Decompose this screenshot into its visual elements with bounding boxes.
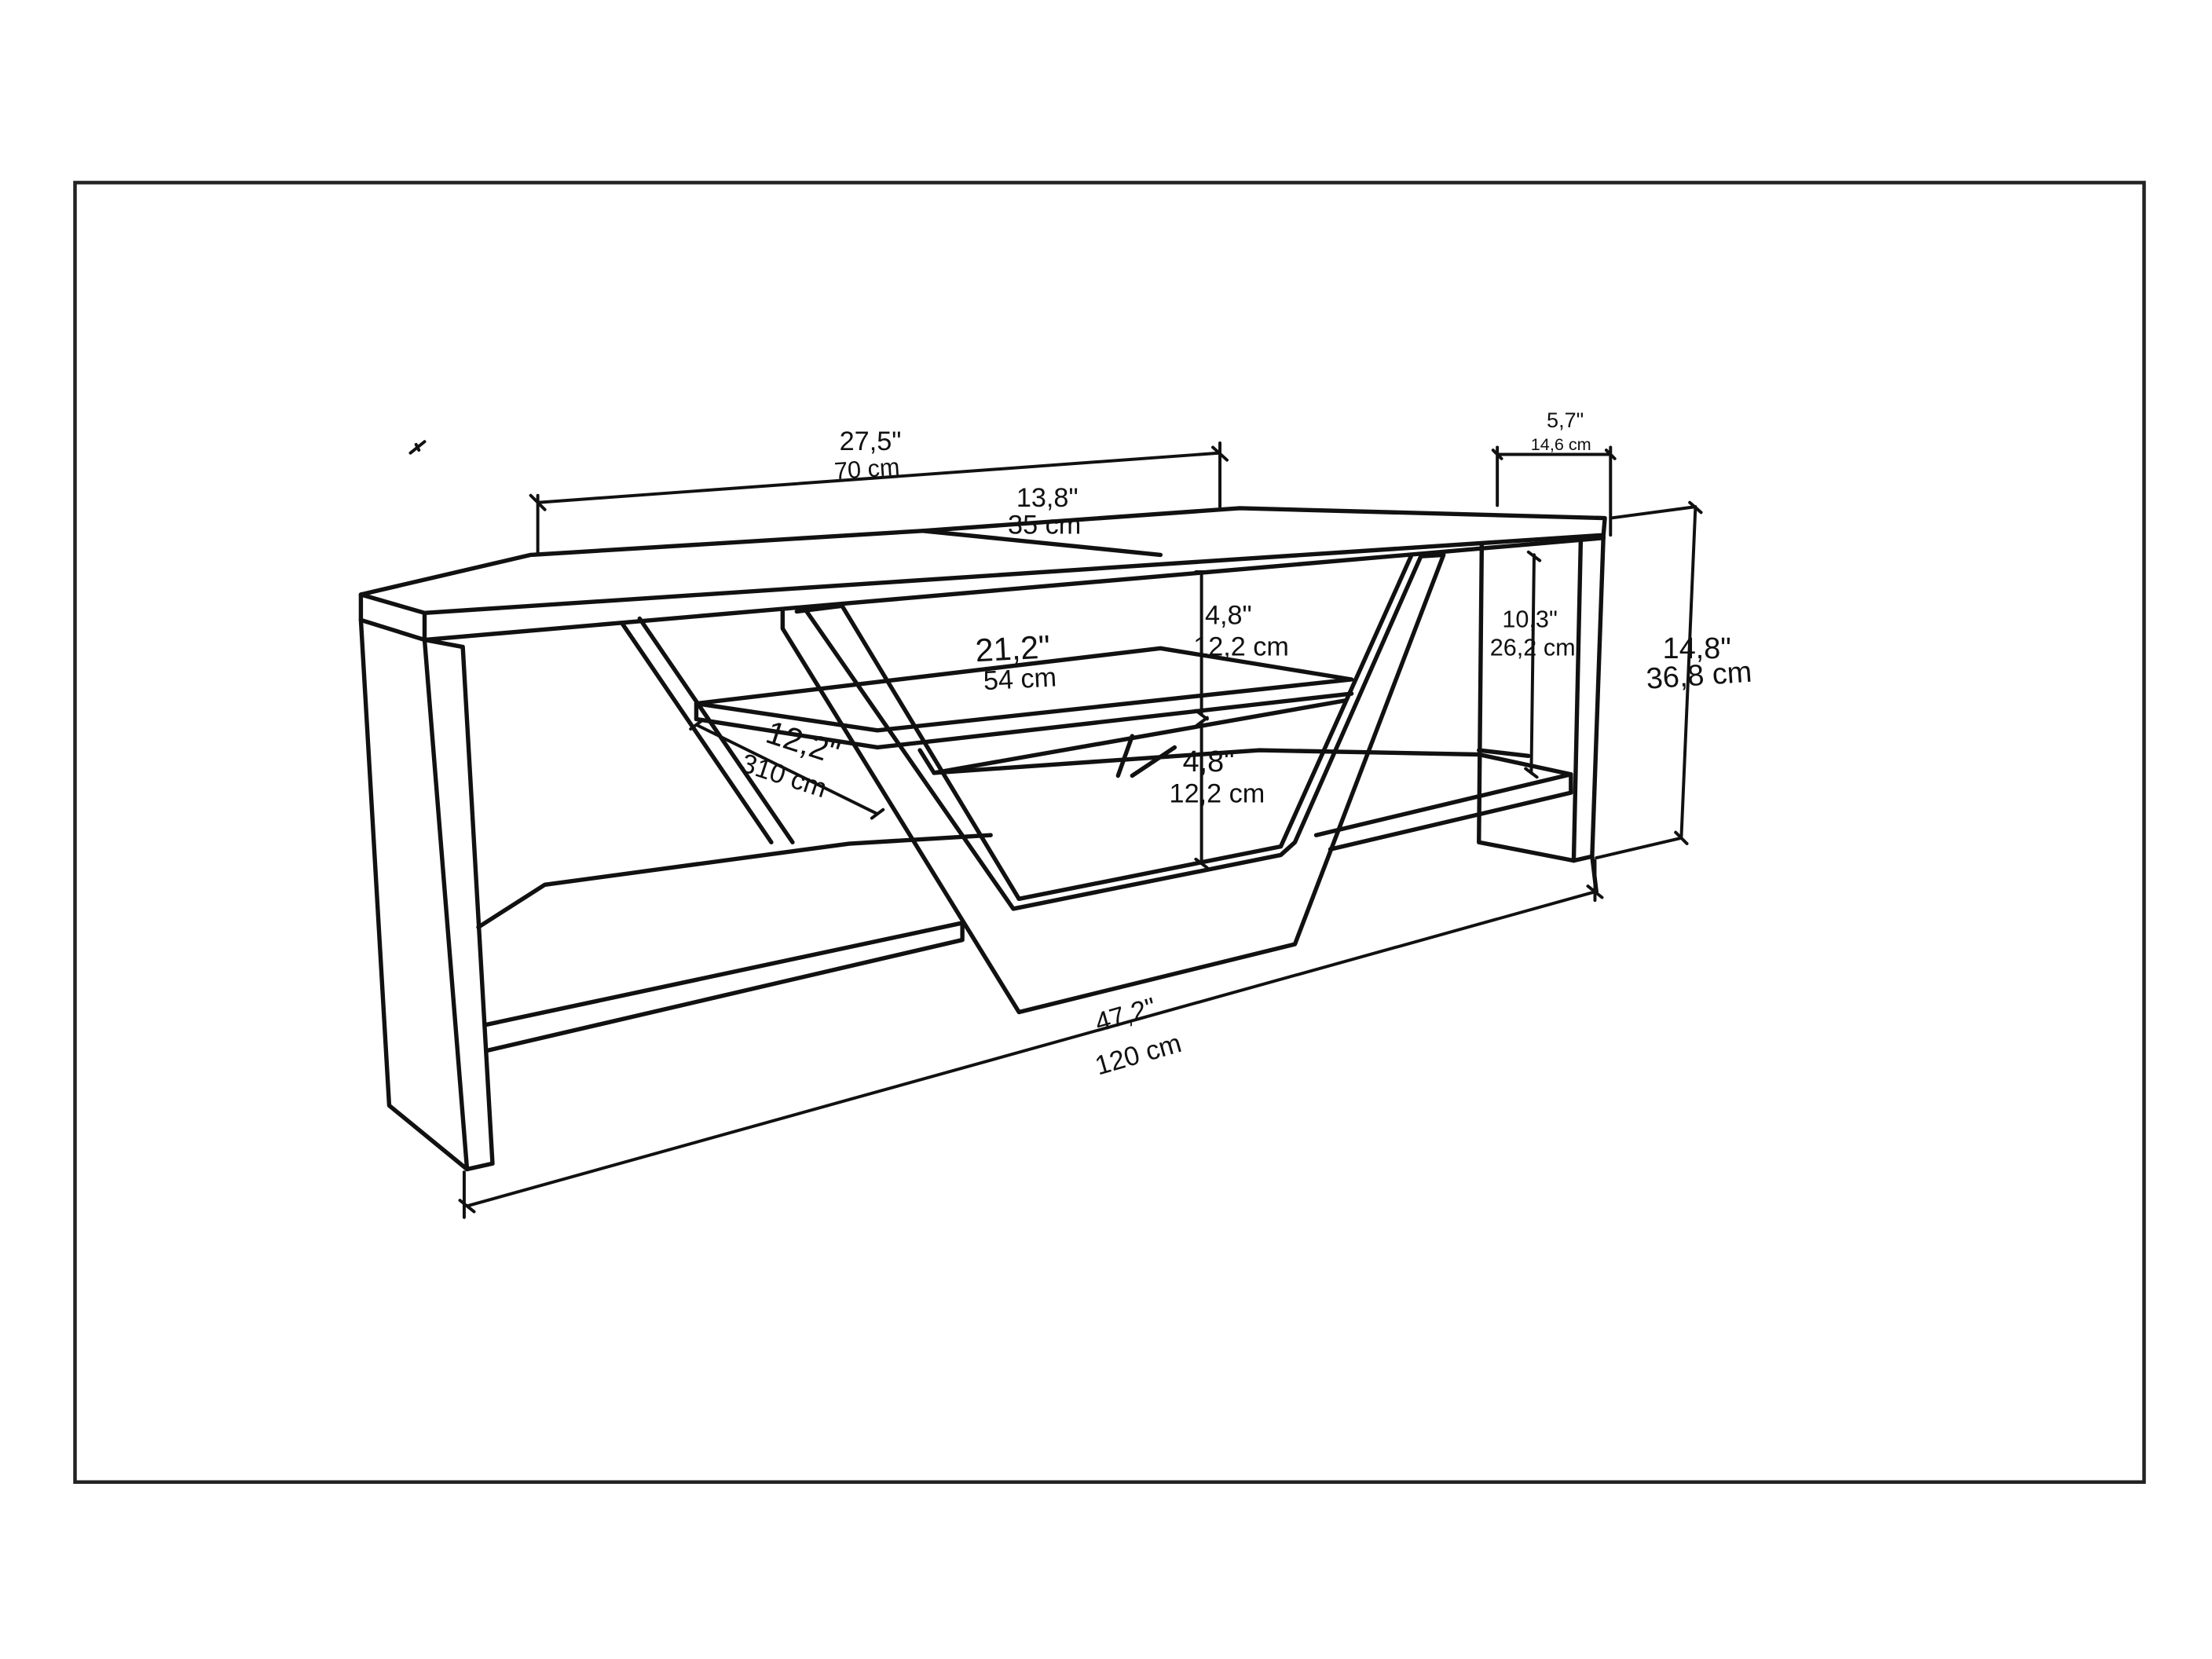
total-height-imperial: 14,8": [1663, 632, 1731, 665]
top-depth-metric: 70 cm: [833, 453, 901, 485]
right-gap-metric: 14,6 cm: [1531, 434, 1591, 454]
center-depth-metric: 35 cm: [1008, 510, 1081, 540]
dim-line-total-width: [458, 859, 1604, 1219]
upper-opening-imperial: 4,8": [1205, 601, 1252, 631]
lower-opening-metric: 12,2 cm: [1170, 779, 1265, 809]
bottom-rail: [483, 921, 965, 1053]
dim-line-lower-opening: [1194, 716, 1209, 870]
right-gap-imperial: 5,7": [1547, 408, 1584, 432]
stray-tick-mark: [408, 440, 427, 455]
right-inner-height-imperial: 10,3": [1502, 606, 1557, 632]
upper-opening-metric: 12,2 cm: [1193, 632, 1289, 661]
top-surface: [358, 506, 1607, 615]
shelf-width-imperial: 21,2": [974, 628, 1051, 668]
right-leg-back: [1477, 543, 1577, 863]
left-leg-inner: [422, 637, 470, 1172]
v-frame-outer: [780, 552, 1446, 1015]
top-depth-imperial: 27,5": [840, 427, 902, 456]
bottom-back: [476, 833, 993, 930]
lower-shelf-front: [1328, 772, 1573, 851]
left-leg: [358, 617, 495, 1172]
top-center-line: [920, 529, 1163, 558]
dimension-lines: [458, 441, 1703, 1219]
lower-opening-imperial: 4,8": [1183, 745, 1235, 778]
v-frame-inner: [794, 554, 1413, 902]
center-depth-imperial: 13,8": [1016, 483, 1079, 513]
tv-stand-outline: [358, 506, 1607, 1172]
right-leg: [1571, 533, 1606, 863]
drawing-frame: [73, 181, 2146, 1484]
upper-shelf-front: [694, 691, 1354, 750]
left-diagonal-brace: [621, 616, 795, 844]
upper-shelf: [694, 646, 1354, 733]
dim-line-shelf-depth: [689, 719, 885, 820]
dim-line-top-depth: [529, 441, 1229, 554]
right-inner-height-metric: 26,2 cm: [1490, 634, 1576, 661]
total-width-imperial: 47,2": [1092, 992, 1159, 1038]
dim-line-total-height: [1595, 500, 1703, 860]
dim-line-right-gap: [1491, 445, 1617, 537]
shelf-width-metric: 54 cm: [983, 662, 1057, 696]
center-post: [1115, 734, 1177, 778]
top-front-edge: [358, 536, 1606, 643]
total-height-metric: 36,8 cm: [1645, 656, 1752, 696]
dim-line-right-inner-height: [1524, 550, 1542, 779]
